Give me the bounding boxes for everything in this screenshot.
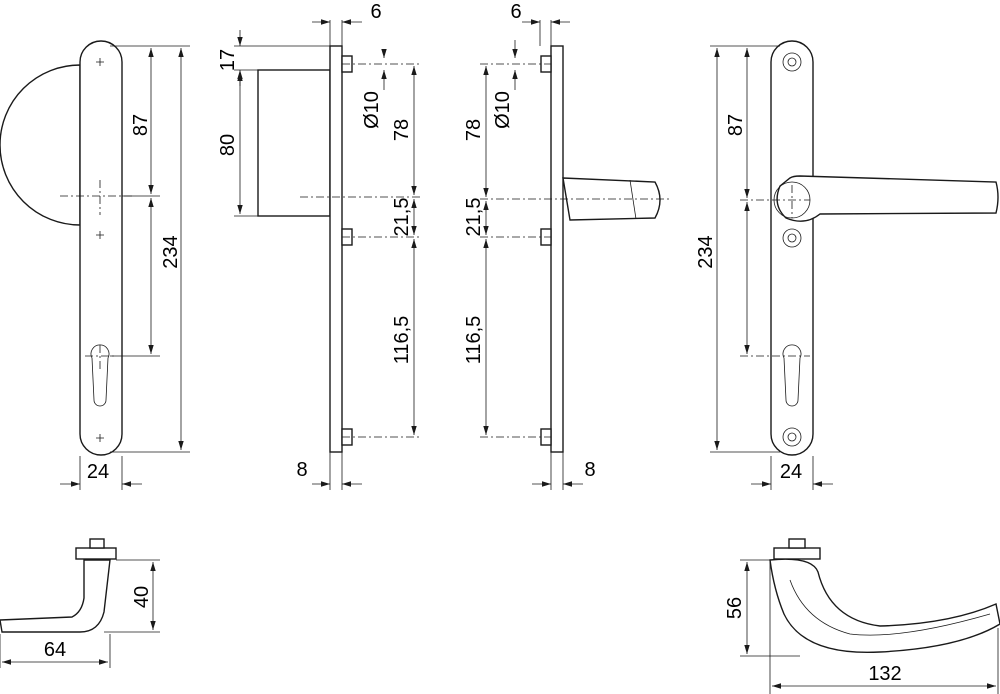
dim-8-a: 8 bbox=[296, 459, 307, 481]
dim-40: 40 bbox=[131, 586, 153, 608]
backplate-right bbox=[770, 40, 814, 456]
keyhole-left bbox=[90, 344, 110, 407]
backplate-left bbox=[79, 40, 123, 456]
handle-left-body bbox=[0, 559, 111, 633]
dim-24-right: 24 bbox=[780, 461, 802, 483]
dim-234-right: 234 bbox=[695, 235, 717, 268]
dim-64: 64 bbox=[44, 639, 66, 661]
dim-87-left: 87 bbox=[130, 114, 152, 136]
knob-shape bbox=[0, 64, 81, 226]
plate-side-b bbox=[550, 45, 564, 453]
knob-side-a bbox=[257, 69, 331, 217]
front-view-knob: 87 234 24 bbox=[0, 40, 190, 490]
handle-side-left: 40 64 bbox=[0, 538, 160, 668]
side-view-b: 6 78 Ø10 21,5 116,5 8 bbox=[463, 1, 670, 490]
dim-234-left: 234 bbox=[160, 235, 182, 268]
handle-side-right: 56 132 bbox=[724, 538, 1000, 694]
dim-80: 80 bbox=[217, 134, 239, 156]
dim-8-b: 8 bbox=[584, 459, 595, 481]
dim-116-b: 116,5 bbox=[463, 316, 485, 365]
dim-6-a: 6 bbox=[370, 1, 381, 23]
side-view-a: 17 80 6 Ø10 78 21,5 116,5 8 bbox=[217, 1, 420, 490]
dim-78-b: 78 bbox=[463, 119, 485, 141]
dim-17: 17 bbox=[217, 49, 239, 71]
dim-24-left: 24 bbox=[87, 461, 109, 483]
front-view-lever: 234 87 24 bbox=[695, 40, 999, 490]
dim-56: 56 bbox=[724, 597, 746, 619]
dim-6-b: 6 bbox=[510, 1, 521, 23]
dim-dia10-b: Ø10 bbox=[492, 91, 514, 129]
dim-dia10-a: Ø10 bbox=[361, 91, 383, 129]
lever-front bbox=[776, 175, 999, 222]
dim-132: 132 bbox=[868, 663, 901, 685]
dim-87-right: 87 bbox=[725, 114, 747, 136]
plate-side-a bbox=[329, 45, 343, 453]
dim-116-a: 116,5 bbox=[391, 316, 413, 365]
keyhole-right bbox=[782, 344, 802, 407]
dim-21-a: 21,5 bbox=[391, 198, 413, 237]
dim-78-a: 78 bbox=[391, 119, 413, 141]
dim-21-b: 21,5 bbox=[463, 198, 485, 237]
